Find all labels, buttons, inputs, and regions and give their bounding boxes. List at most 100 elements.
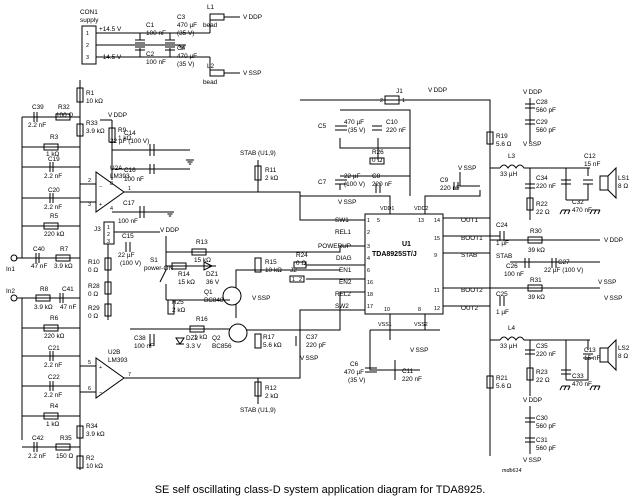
control-section: STAB (U1,9) R11 2 kΩ STAB (U1,9) R12 2 k… — [130, 150, 365, 414]
c27-value: 22 µF (100 V) — [544, 267, 583, 274]
c42-value: 2.2 nF — [28, 453, 46, 460]
r8-ref: R8 — [40, 286, 49, 293]
speaker-ls1 — [599, 166, 617, 200]
c12-ref: C12 — [584, 153, 596, 160]
c20-ref: C20 — [48, 187, 60, 194]
c14-ref: C14 — [124, 130, 136, 137]
vddp-main-rail — [300, 99, 491, 456]
c32-value: 470 nF — [572, 207, 592, 214]
r3-ref: R3 — [50, 134, 59, 141]
u2a-minus: − — [99, 184, 102, 190]
c15-value: 22 µF — [118, 252, 135, 259]
q2-ref: Q2 — [212, 335, 221, 342]
pinnum-boot2: 11 — [434, 288, 440, 294]
speaker-ls2 — [599, 338, 617, 372]
c31-ref: C31 — [536, 437, 548, 444]
pin-en2: EN2 — [339, 279, 352, 286]
switch-label: power-ON — [144, 265, 174, 272]
r16-value: 1 kΩ — [194, 334, 208, 341]
c39-ref: C39 — [32, 104, 44, 111]
r28-value: 0 Ω — [88, 291, 98, 298]
vddp-r9: V DDP — [108, 112, 127, 119]
pin-vdd2: VDD2 — [414, 206, 428, 212]
c2-value: 100 nF — [146, 59, 166, 66]
jumper-j3 — [103, 221, 115, 245]
r19-ref: R19 — [496, 133, 508, 140]
j2-pin-2: 2 — [299, 277, 302, 283]
pin-out1: OUT1 — [461, 217, 478, 224]
r28-ref: R28 — [88, 283, 100, 290]
r2-value: 10 kΩ — [86, 463, 103, 470]
r4-value: 1 kΩ — [46, 421, 60, 428]
l2-value: bead — [203, 79, 218, 86]
c28-value: 560 pF — [536, 107, 556, 114]
c8-ref: C8 — [372, 173, 381, 180]
c16-value: 100 nF — [124, 176, 144, 183]
vssp-c9-label: V SSP — [458, 165, 476, 172]
pin-diag: DIAG — [336, 255, 352, 262]
c17-ref: C17 — [123, 200, 135, 207]
r34-value: 3.9 kΩ — [86, 431, 105, 438]
vssp-c37-label: V SSP — [300, 355, 318, 362]
c22-value: 2.2 nF — [44, 392, 62, 399]
vddp-supply-label: V DDP — [243, 14, 262, 21]
stab-bottom-label: STAB (U1,9) — [240, 407, 276, 414]
u2b-pin-6: 6 — [88, 386, 91, 392]
r3-value: 1 kΩ — [46, 151, 60, 158]
r17-ref: R17 — [263, 334, 275, 341]
j1-pin-2: 2 — [380, 98, 383, 104]
pinnum-powerup: 3 — [367, 244, 370, 250]
input-section-bottom: In2 R8 3.9 kΩ C41 47 nF R6 220 kΩ C21 2.… — [6, 286, 365, 470]
dz1-ref: DZ1 — [206, 271, 219, 278]
vddp-c28-label: V DDP — [523, 89, 542, 96]
pin-sw2: SW2 — [335, 303, 349, 310]
opamp-u2a — [95, 171, 125, 213]
r5-value: 220 kΩ — [44, 231, 65, 238]
pinnum-rel2: 18 — [367, 292, 373, 298]
c25-value: 1 µF — [496, 309, 509, 316]
q1-ref: Q1 — [204, 289, 213, 296]
j3-pin-1: 1 — [107, 225, 110, 231]
c40-ref: C40 — [33, 246, 45, 253]
ic-support-top: J1 2 1 C5 470 µF (35 V) C10 220 nF R26 0… — [318, 88, 480, 206]
pinnum-top-right: 13 — [418, 218, 424, 224]
r1-value: 10 kΩ — [86, 98, 103, 105]
r15-value: 10 kΩ — [265, 267, 282, 274]
c3-rating: (35 V) — [177, 30, 194, 37]
c6-value: 470 µF — [344, 369, 364, 376]
u2a-pin-2: 2 — [88, 178, 91, 184]
r11-ref: R11 — [265, 167, 277, 174]
input-section-top: R1 10 kΩ C39 2.2 nF R32 100 Ω R33 3.9 kΩ… — [6, 80, 365, 470]
c5-rating: (35 V) — [348, 127, 365, 134]
c31-value: 560 pF — [536, 445, 556, 452]
input-in2-label: In2 — [6, 288, 15, 295]
r22-value: 22 Ω — [536, 209, 550, 216]
r29-ref: R29 — [88, 305, 100, 312]
pin-boot1: BOOT1 — [461, 235, 483, 242]
r14-value: 15 kΩ — [178, 279, 195, 286]
input-jack-in1 — [10, 254, 18, 262]
c29-value: 560 pF — [536, 127, 556, 134]
ic-ref: U1 — [402, 241, 411, 248]
c37-value: 220 pF — [306, 342, 326, 349]
pinnum-bottom-right: 8 — [418, 307, 421, 313]
r21-ref: R21 — [496, 375, 508, 382]
supply-connector — [81, 25, 97, 65]
l4-value: 33 µH — [500, 343, 518, 350]
vssp-ic-label: V SSP — [410, 347, 428, 354]
r30-value: 39 kΩ — [528, 247, 545, 254]
c24-value: 1 µF — [496, 240, 509, 247]
r15-ref: R15 — [265, 259, 277, 266]
vssp-c31-label: V SSP — [523, 457, 541, 464]
c7-value: 22 µF — [344, 173, 361, 180]
vddp-control-label: V DDP — [160, 227, 179, 234]
r14-ref: R14 — [178, 271, 190, 278]
ls2-value: 8 Ω — [618, 353, 628, 360]
pin-vss2: VSS2 — [414, 322, 428, 328]
vddp-r30-label: V DDP — [604, 237, 623, 244]
c28-ref: C28 — [536, 99, 548, 106]
j3-pin-2: 2 — [107, 232, 110, 238]
pinnum-bottom-left: 10 — [384, 307, 390, 313]
u2b-pin-7: 7 — [128, 372, 131, 378]
